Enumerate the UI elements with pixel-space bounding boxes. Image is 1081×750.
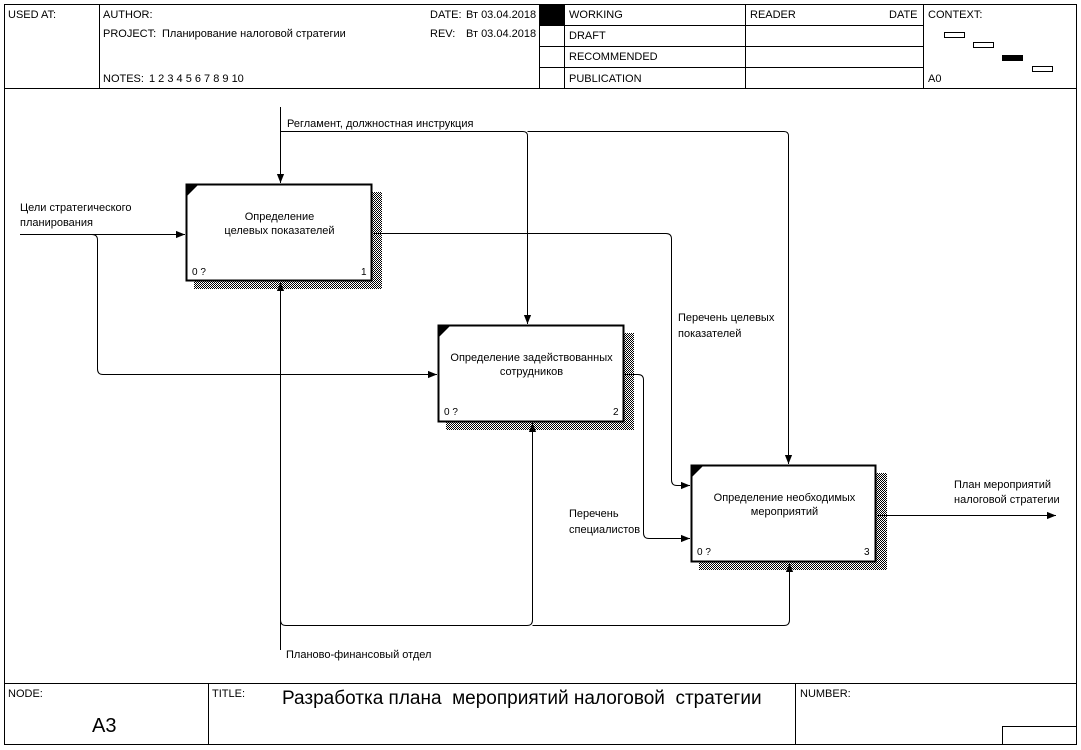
date-value: Вт 03.04.2018 xyxy=(466,9,537,21)
output-arrow-label-line1: План мероприятий xyxy=(954,479,1051,491)
header-divider xyxy=(539,46,923,47)
footer-divider xyxy=(795,683,796,745)
author-label: AUTHOR: xyxy=(103,9,153,21)
context-box xyxy=(1032,66,1053,72)
targets-arrow-label-line1: Перечень целевых xyxy=(678,312,775,324)
box-2-cost: 0 ? xyxy=(444,407,458,418)
mechanism-arrow-box2 xyxy=(280,423,537,626)
control-arrow-label: Регламент, должностная инструкция xyxy=(287,118,474,130)
context-box-current xyxy=(1002,55,1023,61)
input-arrow-label-line1: Цели стратегического xyxy=(20,202,132,214)
status-draft: DRAFT xyxy=(569,30,606,42)
output-arrow-label-line2: налоговой стратегии xyxy=(954,494,1060,506)
context-box xyxy=(944,32,965,38)
used-at-label: USED AT: xyxy=(8,9,57,21)
rev-value: Вт 03.04.2018 xyxy=(466,28,537,40)
reader-label: READER xyxy=(750,9,796,21)
footer-divider xyxy=(208,683,209,745)
box-3-title: Определение необходимых мероприятий xyxy=(693,491,876,519)
box-1-number: 1 xyxy=(361,267,367,278)
node-value: A3 xyxy=(92,715,117,737)
targets-arrow xyxy=(373,233,690,490)
notes-value: 1 2 3 4 5 6 7 8 9 10 xyxy=(149,73,244,85)
box-1-corner-mark xyxy=(187,185,198,196)
page-number-cell xyxy=(1002,726,1077,745)
specialists-arrow-label-line1: Перечень xyxy=(569,508,619,520)
box-2[interactable] xyxy=(437,324,625,423)
status-working: WORKING xyxy=(569,9,623,21)
rev-label: REV: xyxy=(430,28,456,40)
diagram-title: Разработка плана мероприятий налоговой с… xyxy=(282,688,762,709)
specialists-arrow xyxy=(625,374,690,543)
title-label: TITLE: xyxy=(212,688,246,700)
node-label: NODE: xyxy=(8,688,43,700)
box-3-number: 3 xyxy=(864,547,870,558)
input-arrow-box2 xyxy=(91,234,437,379)
header-divider xyxy=(539,25,923,26)
box-3-title-line1: Определение необходимых xyxy=(713,492,856,504)
box-1-title-line1: Определение xyxy=(244,211,315,223)
project-value: Планирование налоговой стратегии xyxy=(162,28,346,40)
box-2-corner-mark xyxy=(439,326,450,337)
context-node: A0 xyxy=(928,73,942,85)
targets-arrow-label-line2: показателей xyxy=(678,328,742,340)
mechanism-arrow-label: Планово-финансовый отдел xyxy=(286,649,432,661)
box-1-title-line2: целевых показателей xyxy=(224,225,335,237)
box-2-title-line1: Определение задействованных xyxy=(450,352,613,364)
header-divider xyxy=(99,4,100,88)
context-thumbnail xyxy=(944,32,1053,72)
header-divider xyxy=(923,4,924,88)
box-3-title-line2: мероприятий xyxy=(750,506,819,518)
box-3-cost: 0 ? xyxy=(697,547,711,558)
date-column-label: DATE xyxy=(889,9,918,21)
header-divider xyxy=(539,67,923,68)
input-arrow-label-line2: планирования xyxy=(20,217,93,229)
date-label: DATE: xyxy=(430,9,462,21)
context-box xyxy=(973,42,994,48)
status-recommended: RECOMMENDED xyxy=(569,51,658,63)
specialists-arrow-label-line2: специалистов xyxy=(569,524,641,536)
header-bottom-border xyxy=(4,88,1077,89)
control-arrow-box2 xyxy=(280,131,532,324)
status-publication: PUBLICATION xyxy=(569,73,642,85)
working-status-marker xyxy=(540,5,564,25)
notes-label: NOTES: xyxy=(103,73,144,85)
box-2-title-line2: сотрудников xyxy=(499,366,564,378)
box-1-cost: 0 ? xyxy=(192,267,206,278)
box-2-title: Определение задействованных сотрудников xyxy=(440,351,623,379)
box-3-corner-mark xyxy=(692,466,703,477)
mechanism-arrow-box3 xyxy=(532,563,794,626)
box-2-number: 2 xyxy=(613,407,619,418)
idef0-frame xyxy=(4,4,1077,745)
control-arrow-box3 xyxy=(527,131,793,464)
box-1-title: Определение целевых показателей xyxy=(188,210,371,238)
project-label: PROJECT: xyxy=(103,28,157,40)
context-label: CONTEXT: xyxy=(928,9,983,21)
footer-top-border xyxy=(4,683,1077,684)
box-1[interactable] xyxy=(185,183,373,282)
number-label: NUMBER: xyxy=(800,688,851,700)
box-3[interactable] xyxy=(690,464,877,563)
